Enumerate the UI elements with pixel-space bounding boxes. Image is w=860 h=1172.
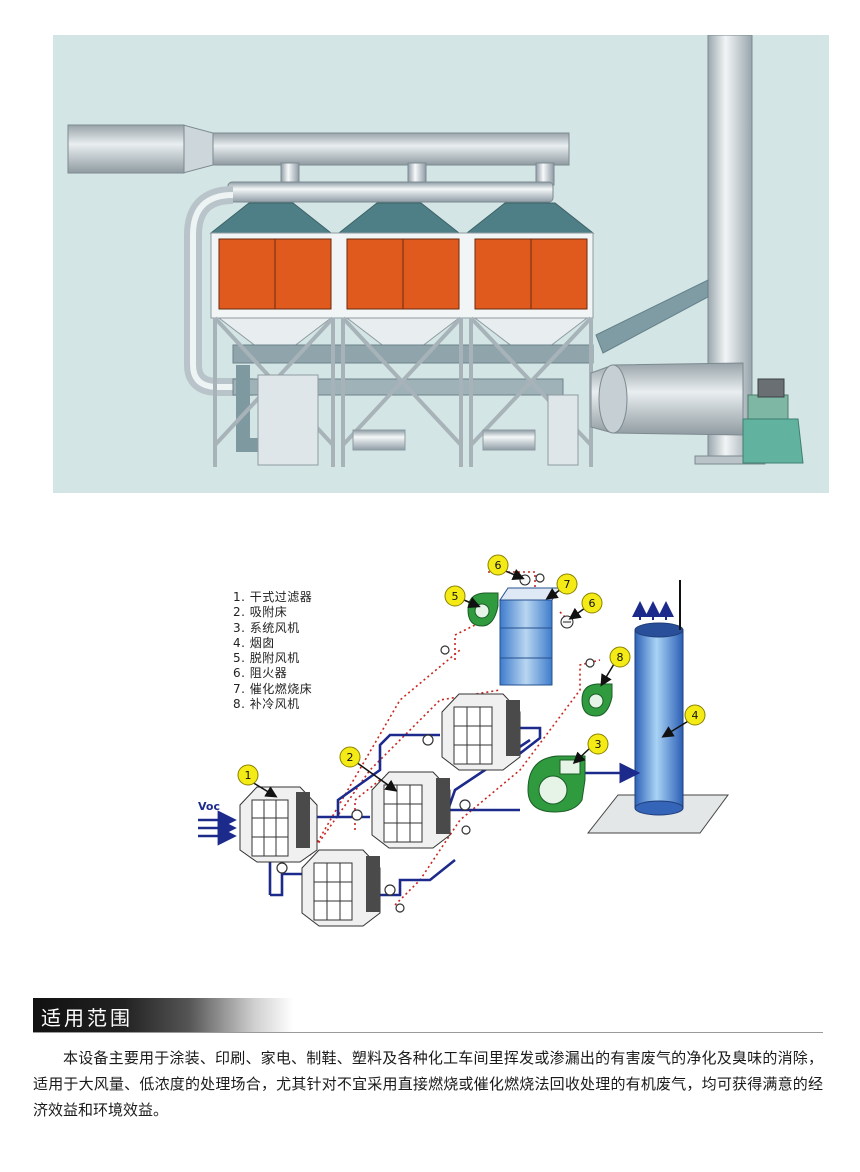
chimney xyxy=(634,629,684,809)
marker-3: 3 xyxy=(572,733,609,765)
system-fan-motor xyxy=(742,378,804,464)
adsorber-hoods xyxy=(209,202,595,234)
marker-6a: 6 xyxy=(487,554,525,581)
marker-7: 7 xyxy=(545,573,578,600)
marker-2: 2 xyxy=(339,746,398,792)
system-fan xyxy=(527,755,586,813)
diagonal-duct xyxy=(595,279,709,354)
process-schematic: Voc xyxy=(198,554,729,927)
dry-filter xyxy=(239,786,318,863)
component-legend: 1. 干式过滤器 2. 吸附床 3. 系统风机 4. 烟囱 5. 脱附风机 6.… xyxy=(233,590,312,712)
legend-item: 2. 吸附床 xyxy=(233,605,288,620)
chimney-bottom xyxy=(634,800,684,816)
marker-1-label: 1 xyxy=(245,769,252,782)
exhaust-arrows xyxy=(632,601,674,620)
section-title: 适用范围 xyxy=(41,1006,133,1030)
top-exhaust-duct xyxy=(210,132,570,166)
marker-3-label: 3 xyxy=(595,738,602,751)
chimney-top xyxy=(634,622,684,638)
marker-1: 1 xyxy=(237,764,278,798)
adsorber-bed-bottom xyxy=(301,849,381,927)
voc-label: Voc xyxy=(198,800,220,813)
desorption-fan xyxy=(467,592,499,627)
legend-item: 4. 烟囱 xyxy=(233,635,275,650)
legend-item: 1. 干式过滤器 xyxy=(233,590,313,604)
marker-5: 5 xyxy=(444,585,481,608)
bottom-hoppers xyxy=(217,317,589,348)
marker-8: 8 xyxy=(600,646,631,687)
duct-transition xyxy=(182,124,214,174)
cooling-fan xyxy=(581,683,613,717)
legend-item: 5. 脱附风机 xyxy=(233,651,300,666)
catalytic-tower-top xyxy=(499,587,561,601)
marker-2-label: 2 xyxy=(347,751,354,764)
voc-inlet-arrows xyxy=(198,810,237,846)
adsorbent-panels xyxy=(218,238,588,310)
lower-pipe xyxy=(232,344,594,364)
fan-inlet xyxy=(598,364,628,434)
support-structure xyxy=(213,316,593,467)
adsorber-bed-top xyxy=(441,693,521,771)
marker-8-label: 8 xyxy=(617,651,624,664)
legend-item: 8. 补冷风机 xyxy=(233,697,300,712)
valves xyxy=(276,573,595,913)
legend-item: 6. 阻火器 xyxy=(233,666,288,681)
adsorber-bed-middle xyxy=(371,771,451,849)
marker-4-label: 4 xyxy=(692,709,699,722)
exhaust-outlet xyxy=(67,124,185,174)
manifold-pipe xyxy=(227,181,554,203)
marker-6b: 6 xyxy=(568,592,603,620)
marker-5-label: 5 xyxy=(452,590,459,603)
marker-6a-label: 6 xyxy=(495,559,502,572)
section-header: 适用范围 xyxy=(33,998,293,1033)
catalytic-tower xyxy=(499,599,553,686)
section-divider xyxy=(33,1032,823,1033)
legend-item: 3. 系统风机 xyxy=(233,620,300,635)
marker-7-label: 7 xyxy=(564,578,571,591)
section-description: 本设备主要用于涂装、印刷、家电、制鞋、塑料及各种化工车间里挥发或渗漏出的有害废气… xyxy=(33,1049,823,1119)
marker-6b-label: 6 xyxy=(589,597,596,610)
marker-4: 4 xyxy=(661,704,706,738)
equipment-illustration xyxy=(53,35,829,493)
heater-units xyxy=(257,374,579,466)
legend-item: 7. 催化燃烧床 xyxy=(233,681,313,696)
